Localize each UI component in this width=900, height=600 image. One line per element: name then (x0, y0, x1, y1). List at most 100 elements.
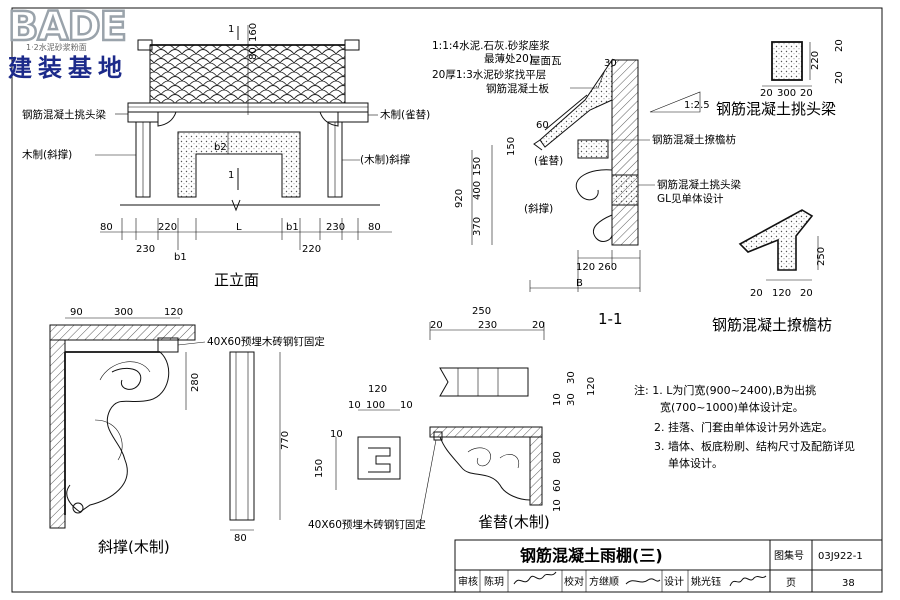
dim-cb-20c: 20 (834, 39, 845, 52)
queti-end-view (357, 436, 401, 480)
dim-s30: 30 (604, 58, 617, 69)
brace-view: 40X60预埋木砖钢钉固定 90 300 120 280 770 80 斜撑(木… (49, 307, 325, 556)
page-label: 页 (786, 577, 796, 589)
notes-block: 注: 1. L为门宽(900~2400),B为出挑 宽(700~1000)单体设… (634, 383, 855, 470)
review-label: 审核 (458, 575, 478, 588)
dim-q-230: 230 (478, 320, 497, 331)
dim-q-10a: 10 (552, 393, 563, 406)
title-block: 钢筋混凝土雨棚(三) 图集号 03J922-1 审核 陈玥 校对 方继顺 设计 … (454, 539, 883, 593)
dim-br-120: 120 (164, 307, 183, 318)
queti-left (157, 111, 177, 127)
dim-cb-20d: 20 (834, 71, 845, 84)
designer-name: 姚光钰 (691, 575, 721, 588)
dim-q-250: 250 (472, 306, 491, 317)
title-eave-purlin: 钢筋混凝土撩檐枋 (712, 316, 832, 334)
label-brace-tag: (斜撑) (524, 202, 553, 215)
dim-br-80: 80 (234, 533, 247, 544)
dim-s150a: 150 (506, 137, 517, 156)
dim-b2: b2 (214, 142, 227, 153)
reviewer-signature (513, 571, 557, 585)
design-label: 设计 (664, 575, 684, 588)
wall (611, 59, 639, 246)
queti-elevation (439, 436, 531, 501)
dim-80v: 80 (248, 47, 259, 60)
page-number: 38 (842, 578, 855, 589)
dim-220-right: 220 (302, 244, 321, 255)
dim-q-20a: 20 (430, 320, 443, 331)
section-1-1-view: 屋面瓦 1:1:4水泥.石灰.砂浆座浆 最薄处20) 20厚1:3水泥砂浆找平层… (432, 39, 741, 328)
brace-section (575, 169, 613, 242)
note-3a: 3. 墙体、板底粉刷、结构尺寸及配筋详见 (654, 439, 855, 453)
dim-cb-300: 300 (777, 88, 796, 99)
dim-s260: 260 (598, 262, 617, 273)
dim-s920: 920 (454, 189, 465, 208)
dim-q-30a: 30 (566, 371, 577, 384)
corbel-beam-left (127, 111, 159, 123)
note-1a: 注: 1. L为门宽(900~2400),B为出挑 (634, 383, 816, 397)
eave-purlin-profile (738, 209, 814, 271)
dim-ep-120: 120 (772, 288, 791, 299)
dim-br-300: 300 (114, 307, 133, 318)
brace-outline (66, 351, 170, 513)
label-embed-queti: 40X60预埋木砖钢钉固定 (308, 518, 426, 531)
drawing-title: 钢筋混凝土雨棚(三) (520, 546, 663, 565)
dim-br-280: 280 (190, 373, 201, 392)
title-corbel-beam: 钢筋混凝土挑头梁 (716, 100, 836, 118)
title-section-1-1: 1-1 (598, 310, 623, 328)
label-rc-slab: 钢筋混凝土板 (486, 82, 549, 95)
note-2: 2. 挂落、门套由单体设计另外选定。 (654, 420, 833, 434)
rc-eave-purlin (577, 139, 609, 159)
label-roof-tile: 屋面瓦 (530, 55, 562, 67)
dim-s60: 60 (536, 120, 549, 131)
dim-q-10c: 10 (400, 400, 413, 411)
section-mark-bottom: 1 (228, 170, 234, 181)
queti-right (319, 111, 339, 127)
check-label: 校对 (564, 575, 584, 588)
dim-q-120v: 120 (586, 377, 597, 396)
dim-230-right: 230 (326, 222, 345, 233)
dim-q-80: 80 (552, 451, 563, 464)
dim-220-left: 220 (158, 222, 177, 233)
section-mark-top: 1 (228, 24, 234, 35)
logo-name: 建装基地 (8, 54, 128, 82)
eave-purlin-section-view: 20 120 20 250 钢筋混凝土撩檐枋 (712, 209, 832, 334)
dim-cb-220: 220 (810, 51, 821, 70)
designer-signature (729, 575, 767, 587)
queti-view: 250 20 230 20 10 30 120 30 120 10 100 10… (308, 306, 597, 531)
label-rc-corbel-beam: 钢筋混凝土挑头梁 (22, 108, 106, 121)
dim-b1-left: b1 (174, 252, 187, 263)
dim-160: 160 (248, 23, 259, 42)
label-wood-brace-right: (木制)斜撑 (360, 153, 411, 166)
title-queti: 雀替(木制) (478, 513, 550, 531)
logo-brand: BADE (8, 4, 126, 50)
atlas-label: 图集号 (774, 549, 804, 562)
title-brace: 斜撑(木制) (98, 538, 170, 556)
dim-sB: B (576, 278, 583, 289)
label-rc-eave-purlin: 钢筋混凝土撩檐枋 (652, 133, 736, 146)
dim-q-10e: 10 (552, 499, 563, 512)
label-gl: GL见单体设计 (657, 192, 724, 205)
atlas-number: 03J922-1 (818, 551, 863, 562)
dim-s400: 400 (472, 181, 483, 200)
door-surround (177, 131, 301, 198)
label-slope: 1:2.5 (684, 100, 710, 111)
corbel-beam-profile (771, 41, 803, 81)
reviewer-name: 陈玥 (484, 575, 504, 588)
dim-q-100: 100 (366, 400, 385, 411)
dim-q-10b: 10 (348, 400, 361, 411)
dim-br-90: 90 (70, 307, 83, 318)
dim-ep-20b: 20 (800, 288, 813, 299)
dim-q-20b: 20 (532, 320, 545, 331)
dim-cb-20b: 20 (800, 88, 813, 99)
dim-q-120: 120 (368, 384, 387, 395)
label-leveling: 20厚1:3水泥砂浆找平层 (432, 68, 546, 81)
label-wood-brace-left: 木制(斜撑) (22, 148, 72, 161)
label-wood-queti: 木制(雀替) (380, 108, 430, 121)
dim-q-10d: 10 (330, 429, 343, 440)
dim-L: L (236, 222, 242, 233)
label-rc-corbel-beam-section: 钢筋混凝土挑头梁 (657, 178, 741, 191)
dim-q-150: 150 (314, 459, 325, 478)
checker-signature (625, 578, 661, 585)
corbel-beam-right (337, 111, 369, 123)
